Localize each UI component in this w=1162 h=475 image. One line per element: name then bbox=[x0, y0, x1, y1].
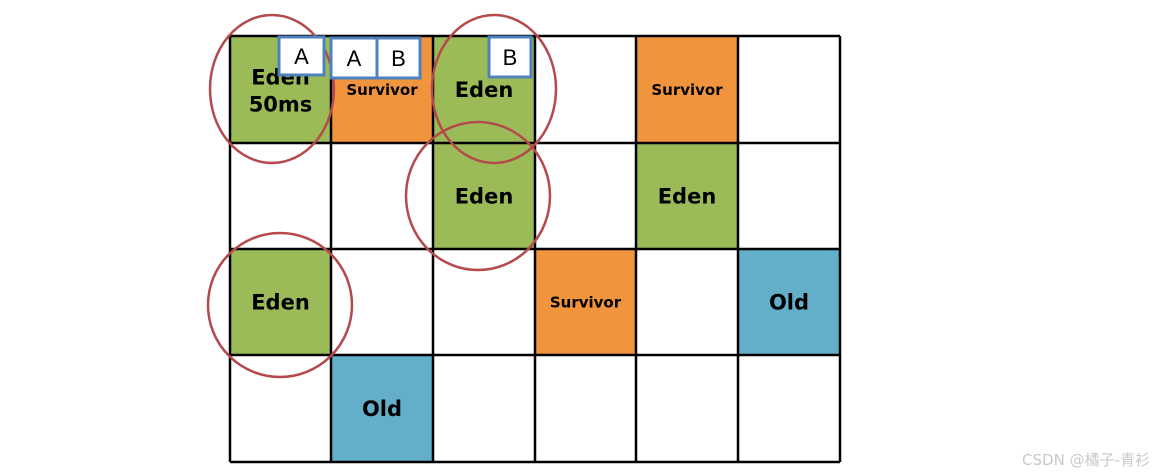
object-label: A bbox=[294, 44, 309, 69]
collection-set-circle bbox=[430, 13, 558, 165]
object-label: B bbox=[503, 45, 518, 70]
collection-set-circle bbox=[208, 13, 336, 165]
region-label: Survivor bbox=[550, 293, 622, 311]
region-eden-fill bbox=[432, 142, 536, 250]
region-label: Survivor bbox=[651, 81, 723, 99]
region-label: Survivor bbox=[346, 81, 418, 99]
region-eden: Eden bbox=[229, 248, 332, 356]
region-sublabel: 50ms bbox=[249, 93, 313, 117]
region-survivor: Survivor bbox=[534, 248, 637, 356]
region-survivor-fill bbox=[635, 35, 739, 144]
region-label: Old bbox=[769, 291, 809, 315]
object-box-frame bbox=[277, 35, 326, 77]
region-label: Eden bbox=[455, 185, 514, 209]
object-box-a: A bbox=[277, 35, 326, 77]
region-old-fill bbox=[737, 248, 841, 356]
region-label: Old bbox=[362, 397, 402, 421]
object-box-b: B bbox=[487, 35, 533, 79]
object-label: A bbox=[347, 46, 362, 71]
object-label: B bbox=[391, 46, 406, 71]
region-label: Eden bbox=[658, 185, 717, 209]
collection-set-circle bbox=[206, 231, 354, 379]
collection-set-circle bbox=[404, 120, 552, 272]
region-label: Eden bbox=[251, 291, 310, 315]
watermark: CSDN @橘子-青衫 bbox=[1022, 451, 1150, 469]
object-box-frame bbox=[375, 36, 422, 80]
region-old: Old bbox=[330, 354, 434, 463]
object-box-b: B bbox=[375, 36, 422, 80]
region-old-fill bbox=[330, 354, 434, 463]
region-old: Old bbox=[737, 248, 841, 356]
region-eden: Eden bbox=[432, 35, 536, 144]
region-eden: Eden bbox=[635, 142, 739, 250]
object-box-frame bbox=[487, 35, 533, 79]
object-box-a: A bbox=[329, 36, 379, 80]
region-eden: Eden bbox=[432, 142, 536, 250]
region-label: Eden bbox=[455, 78, 514, 102]
region-survivor: Survivor bbox=[635, 35, 739, 144]
